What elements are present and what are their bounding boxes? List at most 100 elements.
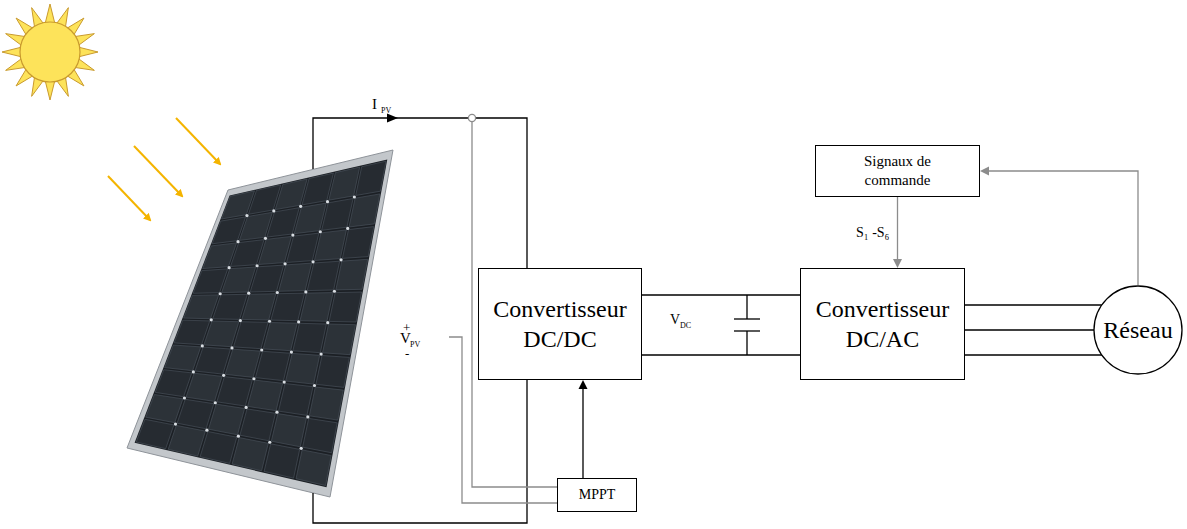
arrowhead xyxy=(893,259,902,268)
pv-cell xyxy=(307,261,340,290)
power-wire xyxy=(313,380,527,523)
pv-cell xyxy=(294,203,326,234)
signal-label: S₁ -S₆ xyxy=(856,226,890,240)
capacitor-plate xyxy=(734,330,760,331)
ac-phase-line xyxy=(965,329,1094,330)
dc-bus-line xyxy=(642,354,800,355)
cell-corner xyxy=(326,321,329,324)
cell-corner xyxy=(283,262,286,265)
pv-cell xyxy=(323,324,356,355)
cell-corner xyxy=(272,209,275,212)
signal-label: PV xyxy=(410,341,420,349)
pv-cell xyxy=(217,377,253,407)
cell-corner xyxy=(297,320,300,323)
sun-core xyxy=(20,22,80,82)
cell-corner xyxy=(237,435,240,438)
signal-label: V xyxy=(400,331,411,346)
cell-corner xyxy=(201,344,204,347)
cell-corner xyxy=(252,377,255,380)
pv-cell xyxy=(303,418,338,452)
cell-corner xyxy=(283,381,286,384)
pv-cell xyxy=(225,349,260,377)
cell-corner xyxy=(227,266,230,269)
pv-cell xyxy=(336,259,368,290)
pv-cell xyxy=(240,409,276,441)
cell-corner xyxy=(304,290,307,293)
cell-corner xyxy=(346,227,349,230)
pv-cell xyxy=(213,294,248,319)
pv-cell xyxy=(204,321,239,347)
cell-corner xyxy=(333,290,336,293)
cell-corner xyxy=(353,195,356,198)
cell-corner xyxy=(299,205,302,208)
pv-cell xyxy=(232,438,268,471)
junction-dot xyxy=(468,114,475,121)
cell-corner xyxy=(205,429,208,432)
text-stack: Convertisseur DC/DC xyxy=(485,294,635,354)
cell-corner xyxy=(247,292,250,295)
pv-cell xyxy=(186,373,222,401)
pv-cell xyxy=(264,444,300,478)
sun-icon xyxy=(2,4,98,100)
cell-corner xyxy=(268,441,271,444)
pv-cell xyxy=(329,167,360,200)
text-stack: Convertisseur DC/AC xyxy=(808,294,958,354)
arrowhead xyxy=(980,167,989,176)
pv-cell xyxy=(314,230,346,261)
cell-corner xyxy=(311,260,314,263)
pv-cell xyxy=(222,267,256,293)
pv-cell xyxy=(195,347,231,374)
sun-ray xyxy=(176,118,220,164)
pv-cell xyxy=(209,404,245,435)
pv-cell xyxy=(349,194,380,227)
cell-corner xyxy=(264,237,267,240)
pv-cell xyxy=(309,387,343,420)
mppt-box: MPPT xyxy=(557,478,637,512)
pv-cell xyxy=(165,345,201,371)
cell-corner xyxy=(319,230,322,233)
sun-ray xyxy=(108,176,150,220)
connector xyxy=(980,167,1138,286)
capacitor-lead xyxy=(746,331,747,355)
cell-corner xyxy=(219,292,222,295)
pv-cell xyxy=(250,265,284,292)
cell-corner xyxy=(230,346,233,349)
cell-corner xyxy=(339,258,342,261)
pv-cell xyxy=(174,320,210,345)
power-wire xyxy=(313,118,527,268)
converter-box: Convertisseur DC/AC xyxy=(800,268,965,380)
dc-bus-line xyxy=(642,294,800,295)
pv-cell xyxy=(322,199,354,231)
cell-corner xyxy=(183,396,186,399)
pv-cell xyxy=(279,384,314,416)
capacitor-lead xyxy=(746,295,747,319)
cell-corner xyxy=(245,214,248,217)
cell-corner xyxy=(210,318,213,321)
solar-panel xyxy=(127,150,393,497)
cell-corner xyxy=(239,319,242,322)
cell-corner xyxy=(326,200,329,203)
cell-corner xyxy=(268,320,271,323)
cell-corner xyxy=(255,264,258,267)
control-signal-line xyxy=(897,197,898,260)
pv-cell xyxy=(155,370,192,397)
text-stack: Signaux de commande xyxy=(843,152,953,190)
command-line xyxy=(582,388,583,478)
cell-corner xyxy=(291,233,294,236)
cell-corner xyxy=(214,401,217,404)
cell-corner xyxy=(290,350,293,353)
connector xyxy=(893,197,902,268)
cell-corner xyxy=(260,348,263,351)
pv-cell xyxy=(136,419,174,448)
pv-cell xyxy=(300,293,333,322)
pv-cell xyxy=(248,185,280,214)
capacitor-plate xyxy=(734,318,760,319)
pv-cell xyxy=(329,292,362,322)
pv-cell xyxy=(259,236,292,264)
converter-box: Convertisseur DC/DC xyxy=(478,268,642,380)
cell-corner xyxy=(174,422,177,425)
pv-cell xyxy=(271,414,306,447)
